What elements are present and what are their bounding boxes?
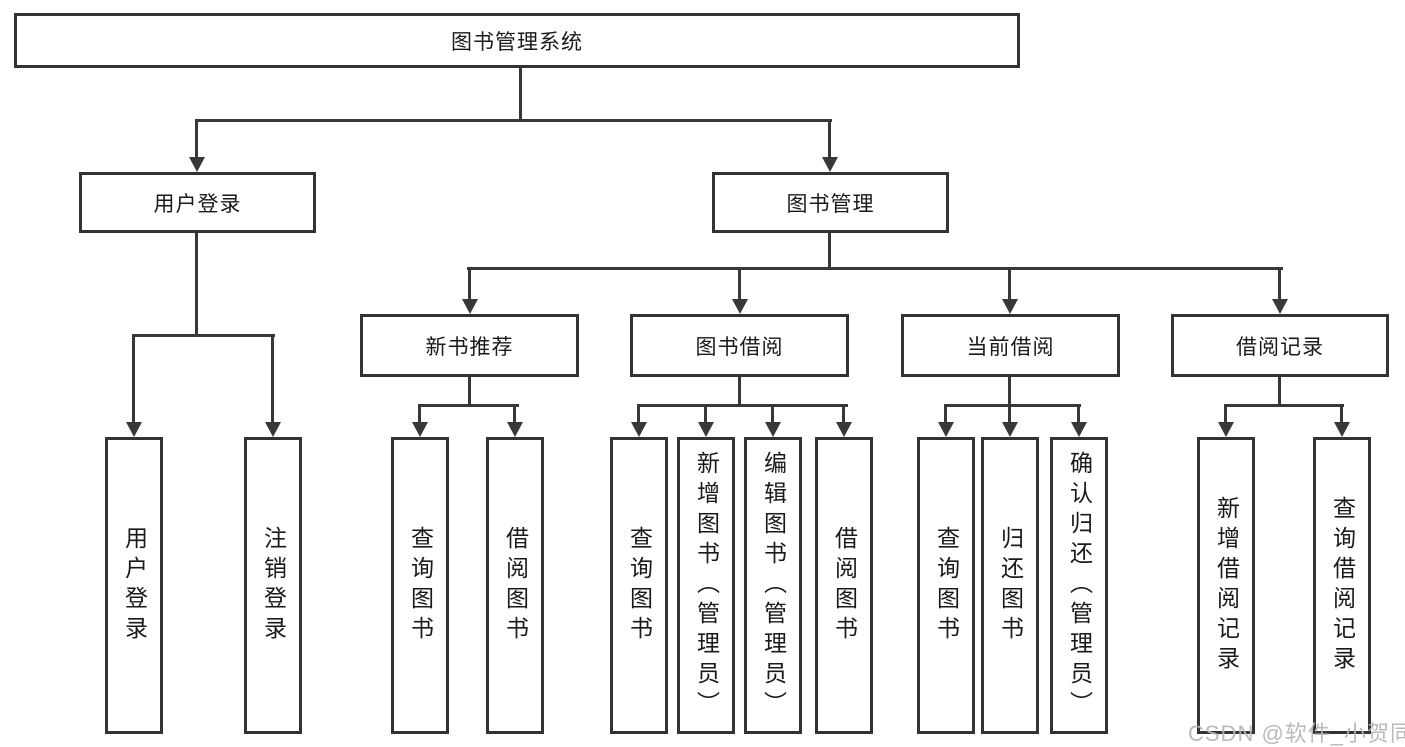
leaf-logout: 注销登录 <box>244 437 302 734</box>
node-label: 借阅记录 <box>1236 335 1324 359</box>
arrow-down-icon <box>1002 299 1018 314</box>
node-label: 当前借阅 <box>966 335 1055 359</box>
connector-line <box>195 119 832 122</box>
leaf-user-login: 用户登录 <box>105 437 163 734</box>
arrow-down-icon <box>462 299 478 314</box>
node-label: 查询图书 <box>626 525 653 646</box>
arrow-down-icon <box>265 422 281 437</box>
connector-line <box>519 68 522 121</box>
connector-line <box>418 404 519 407</box>
arrow-down-icon <box>507 422 523 437</box>
node-label: 用户登录 <box>121 525 148 646</box>
connector-line <box>944 404 947 425</box>
connector-line <box>132 334 135 424</box>
connector-line <box>738 377 741 407</box>
arrow-down-icon <box>1071 422 1087 437</box>
node-label: 查询图书 <box>407 525 434 646</box>
node-borrow-records: 借阅记录 <box>1171 314 1389 377</box>
connector-line <box>1340 404 1343 425</box>
arrow-down-icon <box>1002 422 1018 437</box>
node-root-system: 图书管理系统 <box>14 13 1020 68</box>
leaf-query-books-borrow: 查询图书 <box>610 437 668 734</box>
leaf-add-borrow-record: 新增借阅记录 <box>1197 437 1255 734</box>
csdn-watermark: CSDN @软件_小贺同学 <box>1188 721 1405 746</box>
node-label: 确认归还（管理员） <box>1066 450 1093 721</box>
connector-line <box>1224 404 1227 425</box>
connector-line <box>467 267 1283 270</box>
leaf-edit-books-admin: 编辑图书（管理员） <box>744 437 802 734</box>
node-label: 注销登录 <box>260 525 287 646</box>
node-label: 借阅图书 <box>502 525 529 646</box>
arrow-down-icon <box>732 299 748 314</box>
node-label: 用户登录 <box>153 192 242 216</box>
connector-line <box>828 233 831 270</box>
node-new-book-recommend: 新书推荐 <box>360 314 579 377</box>
connector-line <box>271 334 274 424</box>
connector-line <box>1008 404 1011 425</box>
connector-line <box>1278 267 1281 301</box>
connector-line <box>1278 377 1281 407</box>
arrow-down-icon <box>765 422 781 437</box>
connector-line <box>513 404 516 425</box>
connector-line <box>1224 404 1344 407</box>
connector-line <box>195 119 198 160</box>
node-label: 图书管理 <box>786 192 875 216</box>
connector-line <box>1008 267 1011 301</box>
node-label: 查询借阅记录 <box>1329 495 1356 676</box>
node-current-borrow: 当前借阅 <box>901 314 1120 377</box>
arrow-down-icon <box>189 157 205 172</box>
leaf-return-books: 归还图书 <box>981 437 1039 734</box>
leaf-confirm-return-admin: 确认归还（管理员） <box>1050 437 1108 734</box>
leaf-query-borrow-record: 查询借阅记录 <box>1313 437 1371 734</box>
connector-line <box>468 267 471 301</box>
arrow-down-icon <box>1272 299 1288 314</box>
arrow-down-icon <box>1218 422 1234 437</box>
arrow-down-icon <box>1334 422 1350 437</box>
arrow-down-icon <box>412 422 428 437</box>
connector-line <box>418 404 421 425</box>
node-label: 归还图书 <box>997 525 1024 646</box>
connector-line <box>1077 404 1080 425</box>
connector-line <box>637 404 640 425</box>
node-label: 新增图书（管理员） <box>693 450 720 721</box>
node-label: 借阅图书 <box>831 525 858 646</box>
node-label: 图书管理系统 <box>451 30 583 54</box>
node-label: 新书推荐 <box>425 335 514 359</box>
connector-line <box>828 119 831 160</box>
arrow-down-icon <box>631 422 647 437</box>
node-user-login: 用户登录 <box>79 172 316 233</box>
node-label: 新增借阅记录 <box>1213 495 1240 676</box>
arrow-down-icon <box>938 422 954 437</box>
arrow-down-icon <box>822 157 838 172</box>
arrow-down-icon <box>126 422 142 437</box>
leaf-borrow-books-recommend: 借阅图书 <box>486 437 544 734</box>
leaf-query-books-recommend: 查询图书 <box>391 437 449 734</box>
connector-line <box>944 404 1081 407</box>
leaf-add-books-admin: 新增图书（管理员） <box>677 437 735 734</box>
arrow-down-icon <box>836 422 852 437</box>
connector-line <box>637 404 848 407</box>
node-label: 图书借阅 <box>695 335 784 359</box>
node-book-management: 图书管理 <box>712 172 949 233</box>
leaf-borrow-books: 借阅图书 <box>815 437 873 734</box>
connector-line <box>1008 377 1011 407</box>
connector-line <box>771 404 774 425</box>
node-label: 查询图书 <box>933 525 960 646</box>
arrow-down-icon <box>698 422 714 437</box>
connector-line <box>132 334 275 337</box>
node-book-borrow: 图书借阅 <box>630 314 849 377</box>
connector-line <box>195 233 198 337</box>
connector-line <box>704 404 707 425</box>
connector-line <box>468 377 471 407</box>
connector-line <box>738 267 741 301</box>
connector-line <box>842 404 845 425</box>
node-label: 编辑图书（管理员） <box>760 450 787 721</box>
leaf-query-books-current: 查询图书 <box>917 437 975 734</box>
